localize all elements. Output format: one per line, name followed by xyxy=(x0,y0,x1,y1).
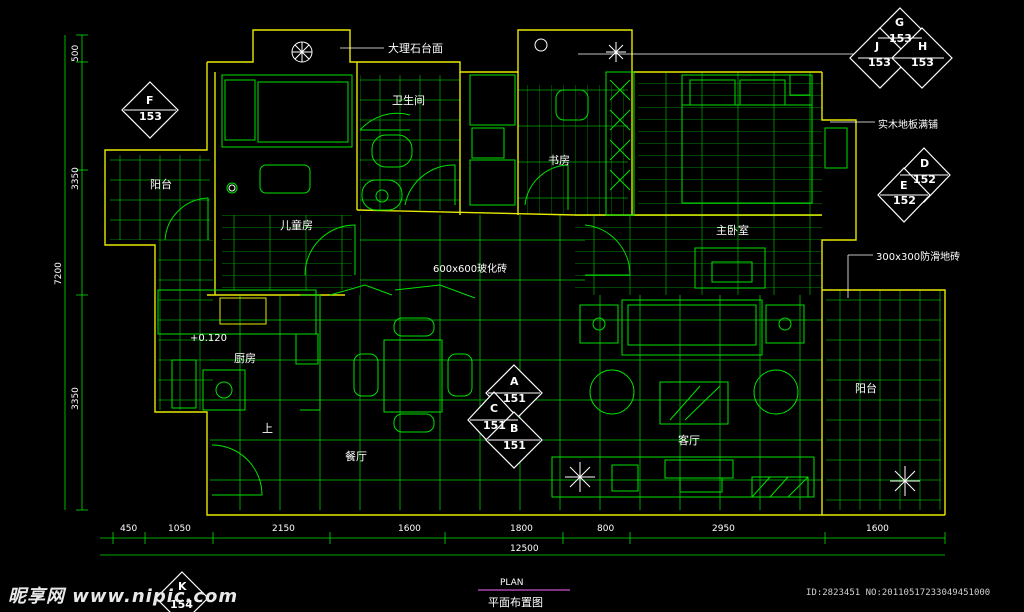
tag-a-letter: A xyxy=(510,375,519,388)
tag-f-number: 153 xyxy=(139,110,162,123)
plan-title-cn: 平面布置图 xyxy=(488,596,543,609)
tag-c-letter: C xyxy=(490,402,499,415)
watermark: 昵享网 www.nipic.com xyxy=(8,586,239,607)
tag-g-letter: G xyxy=(895,16,905,29)
right-balcony-label: 阳台 xyxy=(855,382,877,395)
leader-lines xyxy=(340,47,875,298)
kids-room-label: 儿童房 xyxy=(280,219,313,232)
dim-bottom-3: 2150 xyxy=(272,524,295,534)
dim-bottom-6: 800 xyxy=(597,524,615,534)
dim-bottom-4: 1600 xyxy=(398,524,421,534)
tag-h-letter: H xyxy=(918,40,928,53)
dim-bottom-5: 1800 xyxy=(510,524,533,534)
tag-k-number: 154 xyxy=(170,598,193,611)
dim-left-total: 7200 xyxy=(54,262,64,285)
stair-up-label: 上 xyxy=(262,422,273,435)
image-id: ID:2823451 NO:20110517233049451000 xyxy=(806,588,991,598)
tag-d-letter: D xyxy=(920,157,930,170)
tag-j-letter: J xyxy=(875,40,880,53)
master-bedroom-label: 主卧室 xyxy=(716,224,749,237)
kitchen-label: 厨房 xyxy=(234,352,256,365)
tag-b-number: 151 xyxy=(503,439,526,452)
plants xyxy=(228,38,920,496)
tile-spec-label: 600x600玻化砖 xyxy=(433,264,508,275)
dim-bottom-7: 2950 xyxy=(712,524,735,534)
doors xyxy=(164,112,631,496)
tag-h-number: 153 xyxy=(911,56,934,69)
furniture xyxy=(157,41,848,498)
elevation-label: +0.120 xyxy=(190,333,228,344)
dim-bottom-8: 1600 xyxy=(866,524,889,534)
dimension-lines xyxy=(64,34,946,556)
dim-left-3: 3350 xyxy=(71,387,81,410)
tag-e-letter: E xyxy=(900,179,908,192)
marble-counter-label: 大理石台面 xyxy=(388,42,443,55)
tag-g-number: 153 xyxy=(889,32,912,45)
walls xyxy=(104,29,946,516)
tag-a-number: 151 xyxy=(503,392,526,405)
wood-floor-label: 实木地板满铺 xyxy=(878,120,938,131)
anti-slip-tile-label: 300x300防滑地砖 xyxy=(876,252,961,263)
dining-room-label: 餐厅 xyxy=(345,450,367,463)
plan-title-en: PLAN xyxy=(500,578,524,588)
tag-f-letter: F xyxy=(146,94,154,107)
dim-bottom-2: 1050 xyxy=(168,524,191,534)
dim-left-1: 500 xyxy=(71,44,81,62)
tag-c-number: 151 xyxy=(483,419,506,432)
tag-j-number: 153 xyxy=(868,56,891,69)
dim-bottom-total: 12500 xyxy=(510,544,539,554)
tag-e-number: 152 xyxy=(893,194,916,207)
bathroom-label: 卫生间 xyxy=(392,94,425,107)
tag-b-letter: B xyxy=(510,422,519,435)
dim-left-2: 3350 xyxy=(71,167,81,190)
tag-dividers xyxy=(124,37,948,441)
living-room-label: 客厅 xyxy=(678,434,700,447)
tag-d-number: 152 xyxy=(913,173,936,186)
left-balcony-label: 阳台 xyxy=(150,178,172,191)
study-label: 书房 xyxy=(548,154,570,167)
dim-bottom-1: 450 xyxy=(120,524,138,534)
tag-k-letter: K xyxy=(178,580,187,593)
